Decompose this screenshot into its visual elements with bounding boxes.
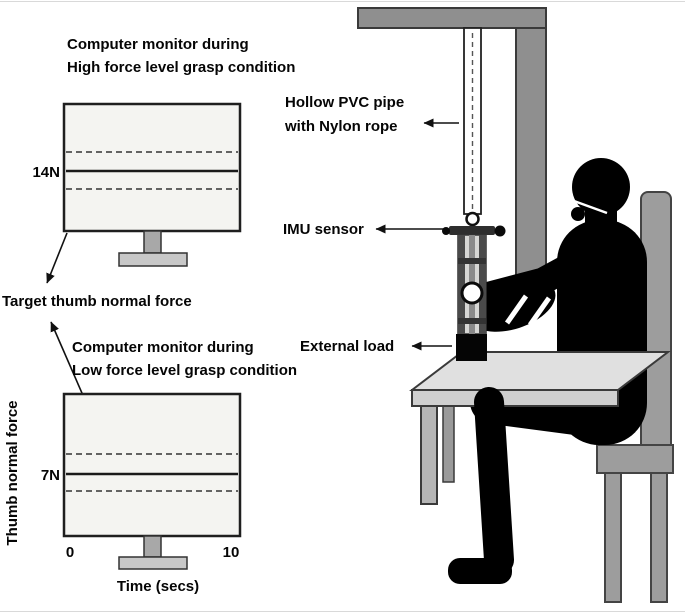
chair-front-leg	[604, 471, 622, 603]
frame-vertical-post	[515, 7, 547, 309]
person-chin	[571, 207, 585, 221]
grip-device	[442, 211, 506, 361]
x-axis-title: Time (secs)	[117, 578, 199, 595]
chair-back-leg	[650, 471, 668, 603]
low-monitor-stand-base	[118, 556, 188, 570]
high-monitor-screen	[62, 102, 242, 233]
finger-highlights	[504, 294, 552, 327]
imu-sensor-label: IMU sensor	[283, 221, 364, 238]
rope-hook-ring	[465, 211, 480, 227]
finger-gap-line-2	[527, 296, 552, 327]
high-monitor-title-line2: High force level grasp condition	[67, 59, 295, 76]
cap-brim-highlight	[573, 199, 608, 215]
person-lower-leg	[448, 387, 514, 584]
low-monitor-stand-neck	[143, 535, 162, 558]
mount-left-knob	[442, 227, 450, 235]
high-monitor-stand-neck	[143, 230, 162, 254]
high-force-monitor-panel: Computer monitor during High force level…	[32, 36, 295, 267]
low-monitor-screen	[62, 392, 242, 538]
external-load-label: External load	[300, 338, 394, 355]
device-lower-crossbar	[458, 318, 486, 324]
pvc-pipe-label-line2: with Nylon rope	[284, 118, 398, 135]
y-axis-title: Thumb normal force	[4, 400, 21, 545]
low-force-monitor-panel: Computer monitor during Low force level …	[4, 339, 297, 595]
pvc-pipe	[463, 27, 482, 215]
person-foot	[448, 558, 512, 584]
target-force-annotation: Target thumb normal force	[2, 293, 192, 310]
table-back-leg	[442, 397, 455, 483]
finger-gap-line-1	[504, 294, 529, 325]
device-right-rail	[479, 235, 486, 334]
person-shin	[474, 387, 514, 575]
low-monitor-title-line2: Low force level grasp condition	[72, 362, 297, 379]
imu-sensor-mount	[449, 226, 495, 235]
low-force-value-label: 7N	[41, 467, 60, 484]
pvc-pipe-label-line1: Hollow PVC pipe	[285, 94, 404, 111]
high-monitor-to-target-arrow	[46, 232, 68, 284]
low-monitor-title-line1: Computer monitor during	[72, 339, 254, 356]
table-front-edge	[411, 389, 619, 407]
mount-right-knob	[494, 225, 506, 237]
thumb-force-sensor-ring	[460, 281, 484, 305]
device-upper-crossbar	[458, 258, 486, 264]
table	[409, 351, 671, 505]
frame-top-beam	[357, 7, 547, 29]
support-frame	[357, 7, 547, 309]
high-monitor-stand-base	[118, 252, 188, 267]
device-left-rail	[458, 235, 465, 334]
person-head	[572, 158, 630, 216]
chair-seat	[596, 444, 674, 474]
table-front-leg	[420, 401, 438, 505]
external-load-block	[456, 334, 487, 361]
high-force-value-label: 14N	[32, 164, 60, 181]
x-axis-end-tick: 10	[223, 544, 240, 561]
x-axis-start-tick: 0	[66, 544, 74, 561]
high-monitor-title-line1: Computer monitor during	[67, 36, 249, 53]
callout-labels: Hollow PVC pipe with Nylon rope IMU sens…	[283, 94, 459, 355]
